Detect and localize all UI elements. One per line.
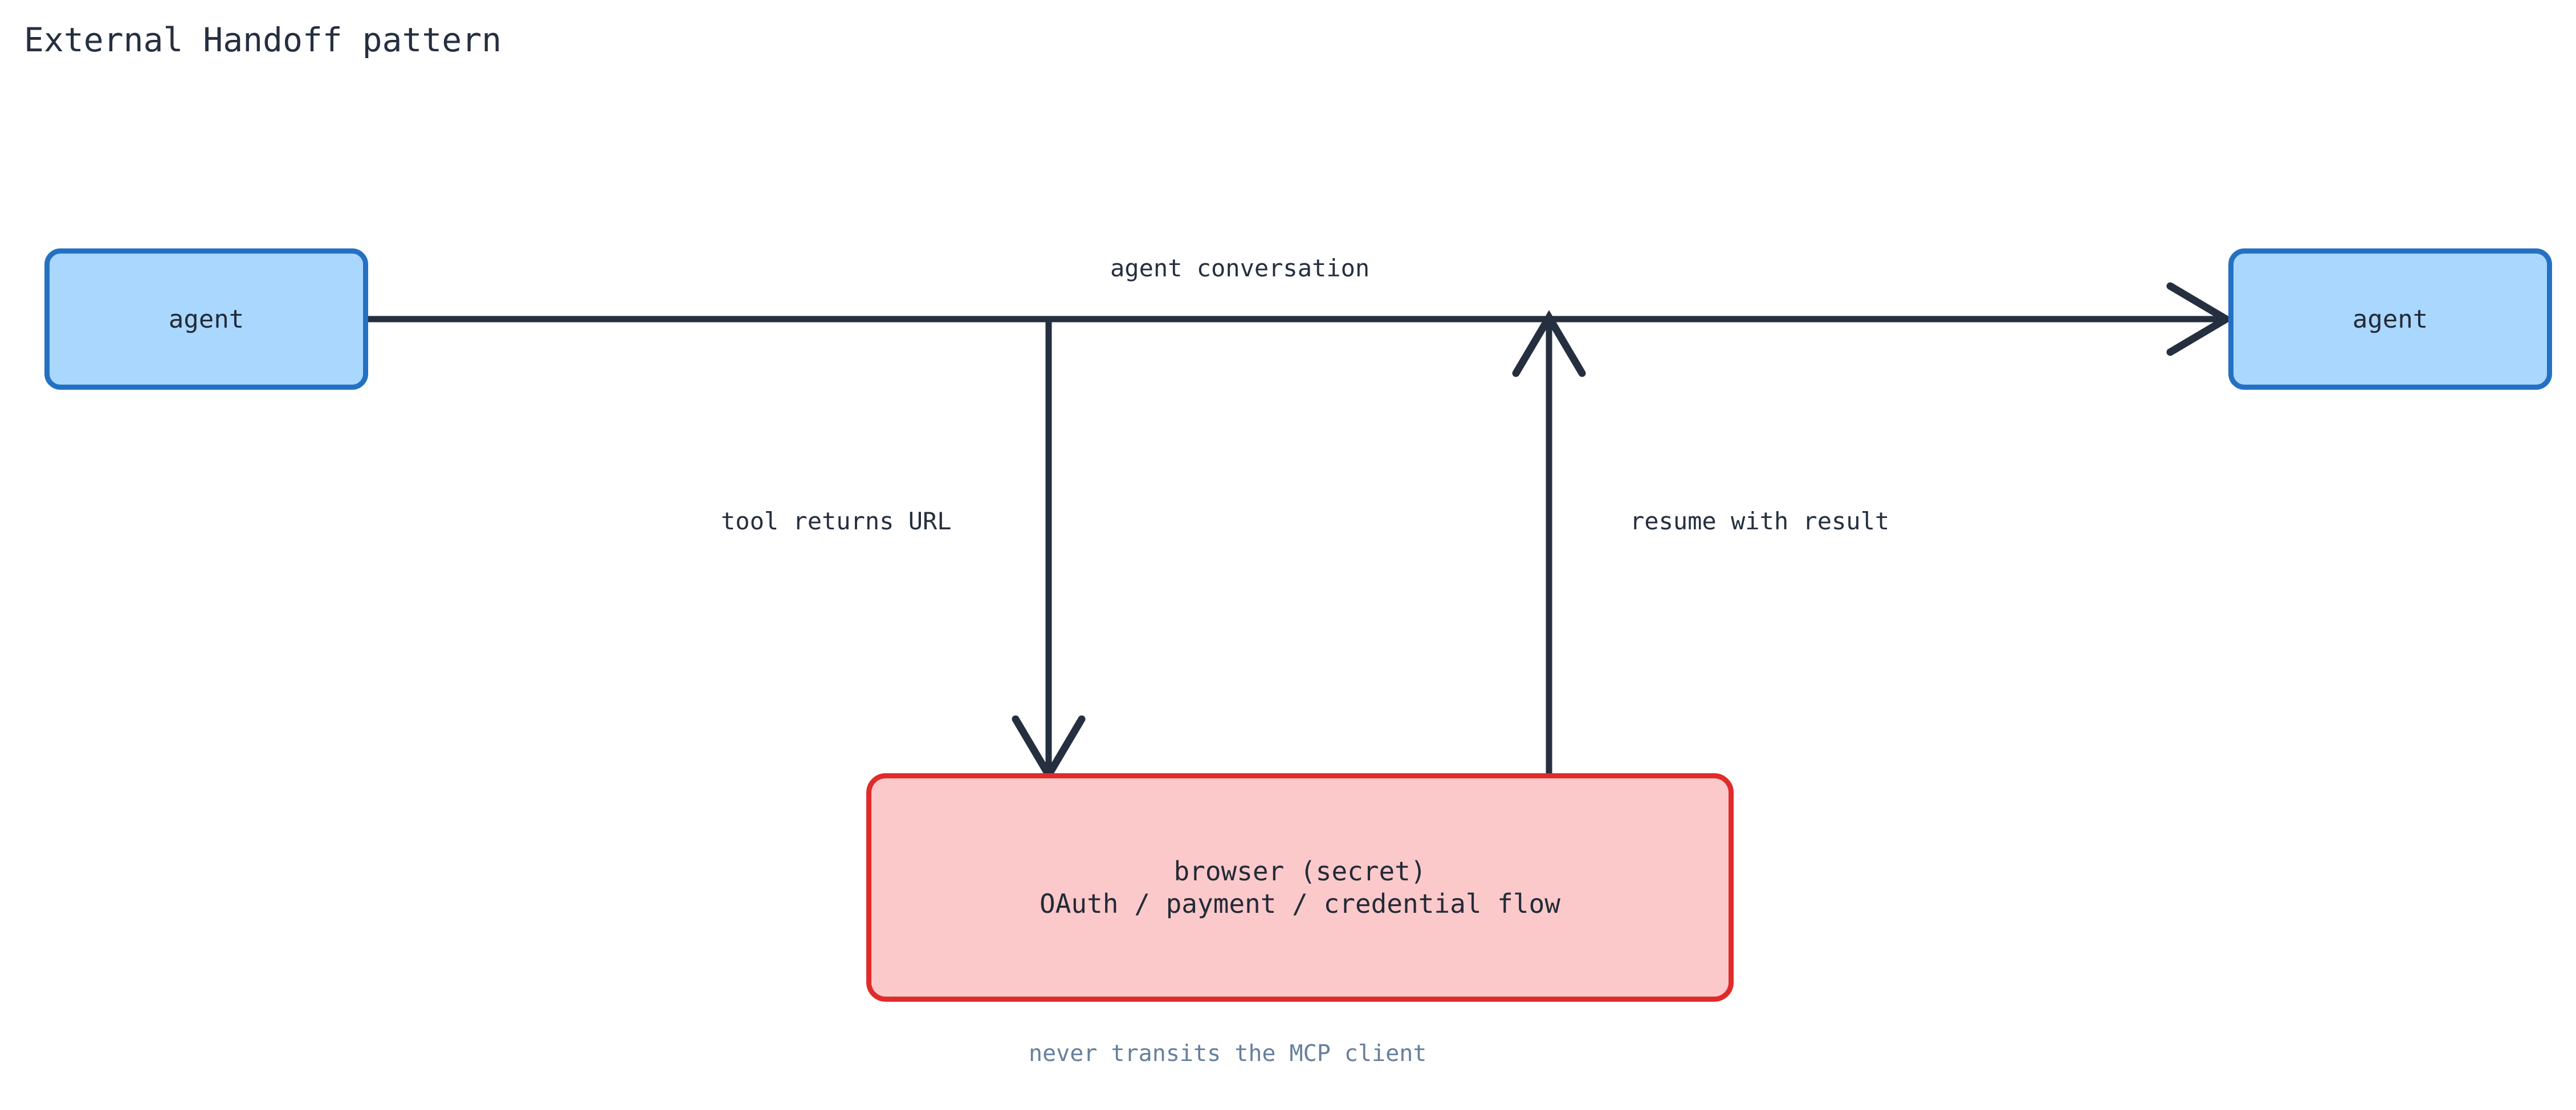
edge-label-agent-conversation: agent conversation bbox=[1104, 254, 1376, 283]
node-agent-left[interactable]: agent bbox=[44, 248, 368, 390]
node-agent-right-label: agent bbox=[2352, 304, 2428, 334]
browser-caption: never transits the MCP client bbox=[1029, 1040, 1427, 1067]
arrowhead-up-icon bbox=[1512, 310, 1586, 377]
node-agent-right[interactable]: agent bbox=[2228, 248, 2552, 390]
node-browser-label-line1: browser (secret) bbox=[1173, 856, 1426, 887]
node-browser-label-line2: OAuth / payment / credential flow bbox=[1040, 888, 1560, 919]
node-agent-left-label: agent bbox=[168, 304, 244, 334]
edge-label-tool-returns-url: tool returns URL bbox=[715, 507, 957, 536]
node-browser-secret[interactable]: browser (secret) OAuth / payment / crede… bbox=[866, 773, 1734, 1002]
edge-label-resume-with-result: resume with result bbox=[1624, 507, 1896, 536]
arrowhead-right-icon bbox=[2166, 282, 2233, 356]
page-title: External Handoff pattern bbox=[24, 21, 502, 59]
